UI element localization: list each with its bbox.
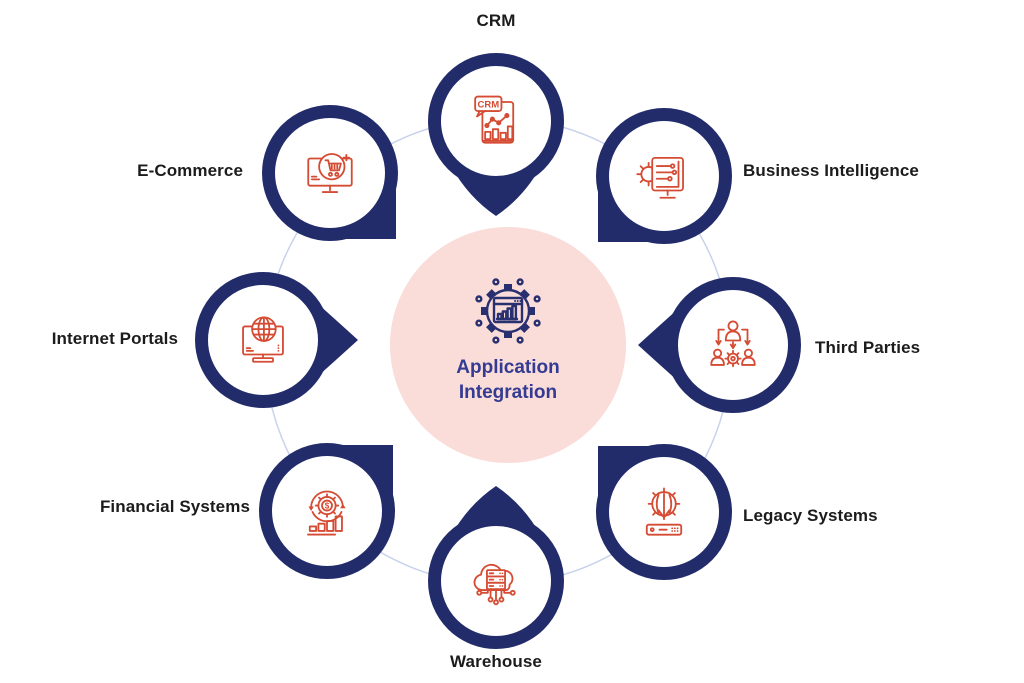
people-hierarchy-gear-icon [710, 320, 756, 368]
node-legacy-systems [596, 444, 732, 580]
crm-report-chart-icon: CRM [474, 95, 515, 144]
node-e-commerce [262, 105, 398, 241]
node-internet-portals [195, 272, 331, 408]
node-crm: CRM [428, 53, 564, 189]
dollar-gear-bars-icon: $ [307, 490, 346, 536]
label-third-parties: Third Parties [815, 338, 921, 357]
node-warehouse [428, 513, 564, 649]
crm-badge-text: CRM [477, 99, 499, 110]
label-internet-portals: Internet Portals [51, 329, 178, 348]
center-hub: Application Integration [390, 227, 626, 463]
node-financial-systems: $ [259, 443, 395, 579]
node-third-parties [665, 277, 801, 413]
monitor-globe-icon [242, 316, 284, 363]
cloud-server-network-icon [473, 563, 516, 606]
label-legacy-systems: Legacy Systems [743, 506, 878, 525]
gear-download-server-icon [645, 487, 683, 536]
center-title: Application Integration [456, 357, 560, 403]
label-business-intelligence: Business Intelligence [743, 161, 919, 180]
label-e-commerce: E-Commerce [137, 161, 243, 180]
label-warehouse: Warehouse [450, 652, 542, 671]
dollar-glyph: $ [325, 502, 330, 511]
application-integration-gear-chart-icon [475, 278, 541, 344]
node-business-intelligence [596, 108, 732, 244]
monitor-shopping-cart-icon [307, 153, 353, 193]
monitor-circuit-gear-icon [636, 156, 684, 199]
label-crm: CRM [476, 11, 516, 30]
label-financial-systems: Financial Systems [99, 497, 250, 516]
